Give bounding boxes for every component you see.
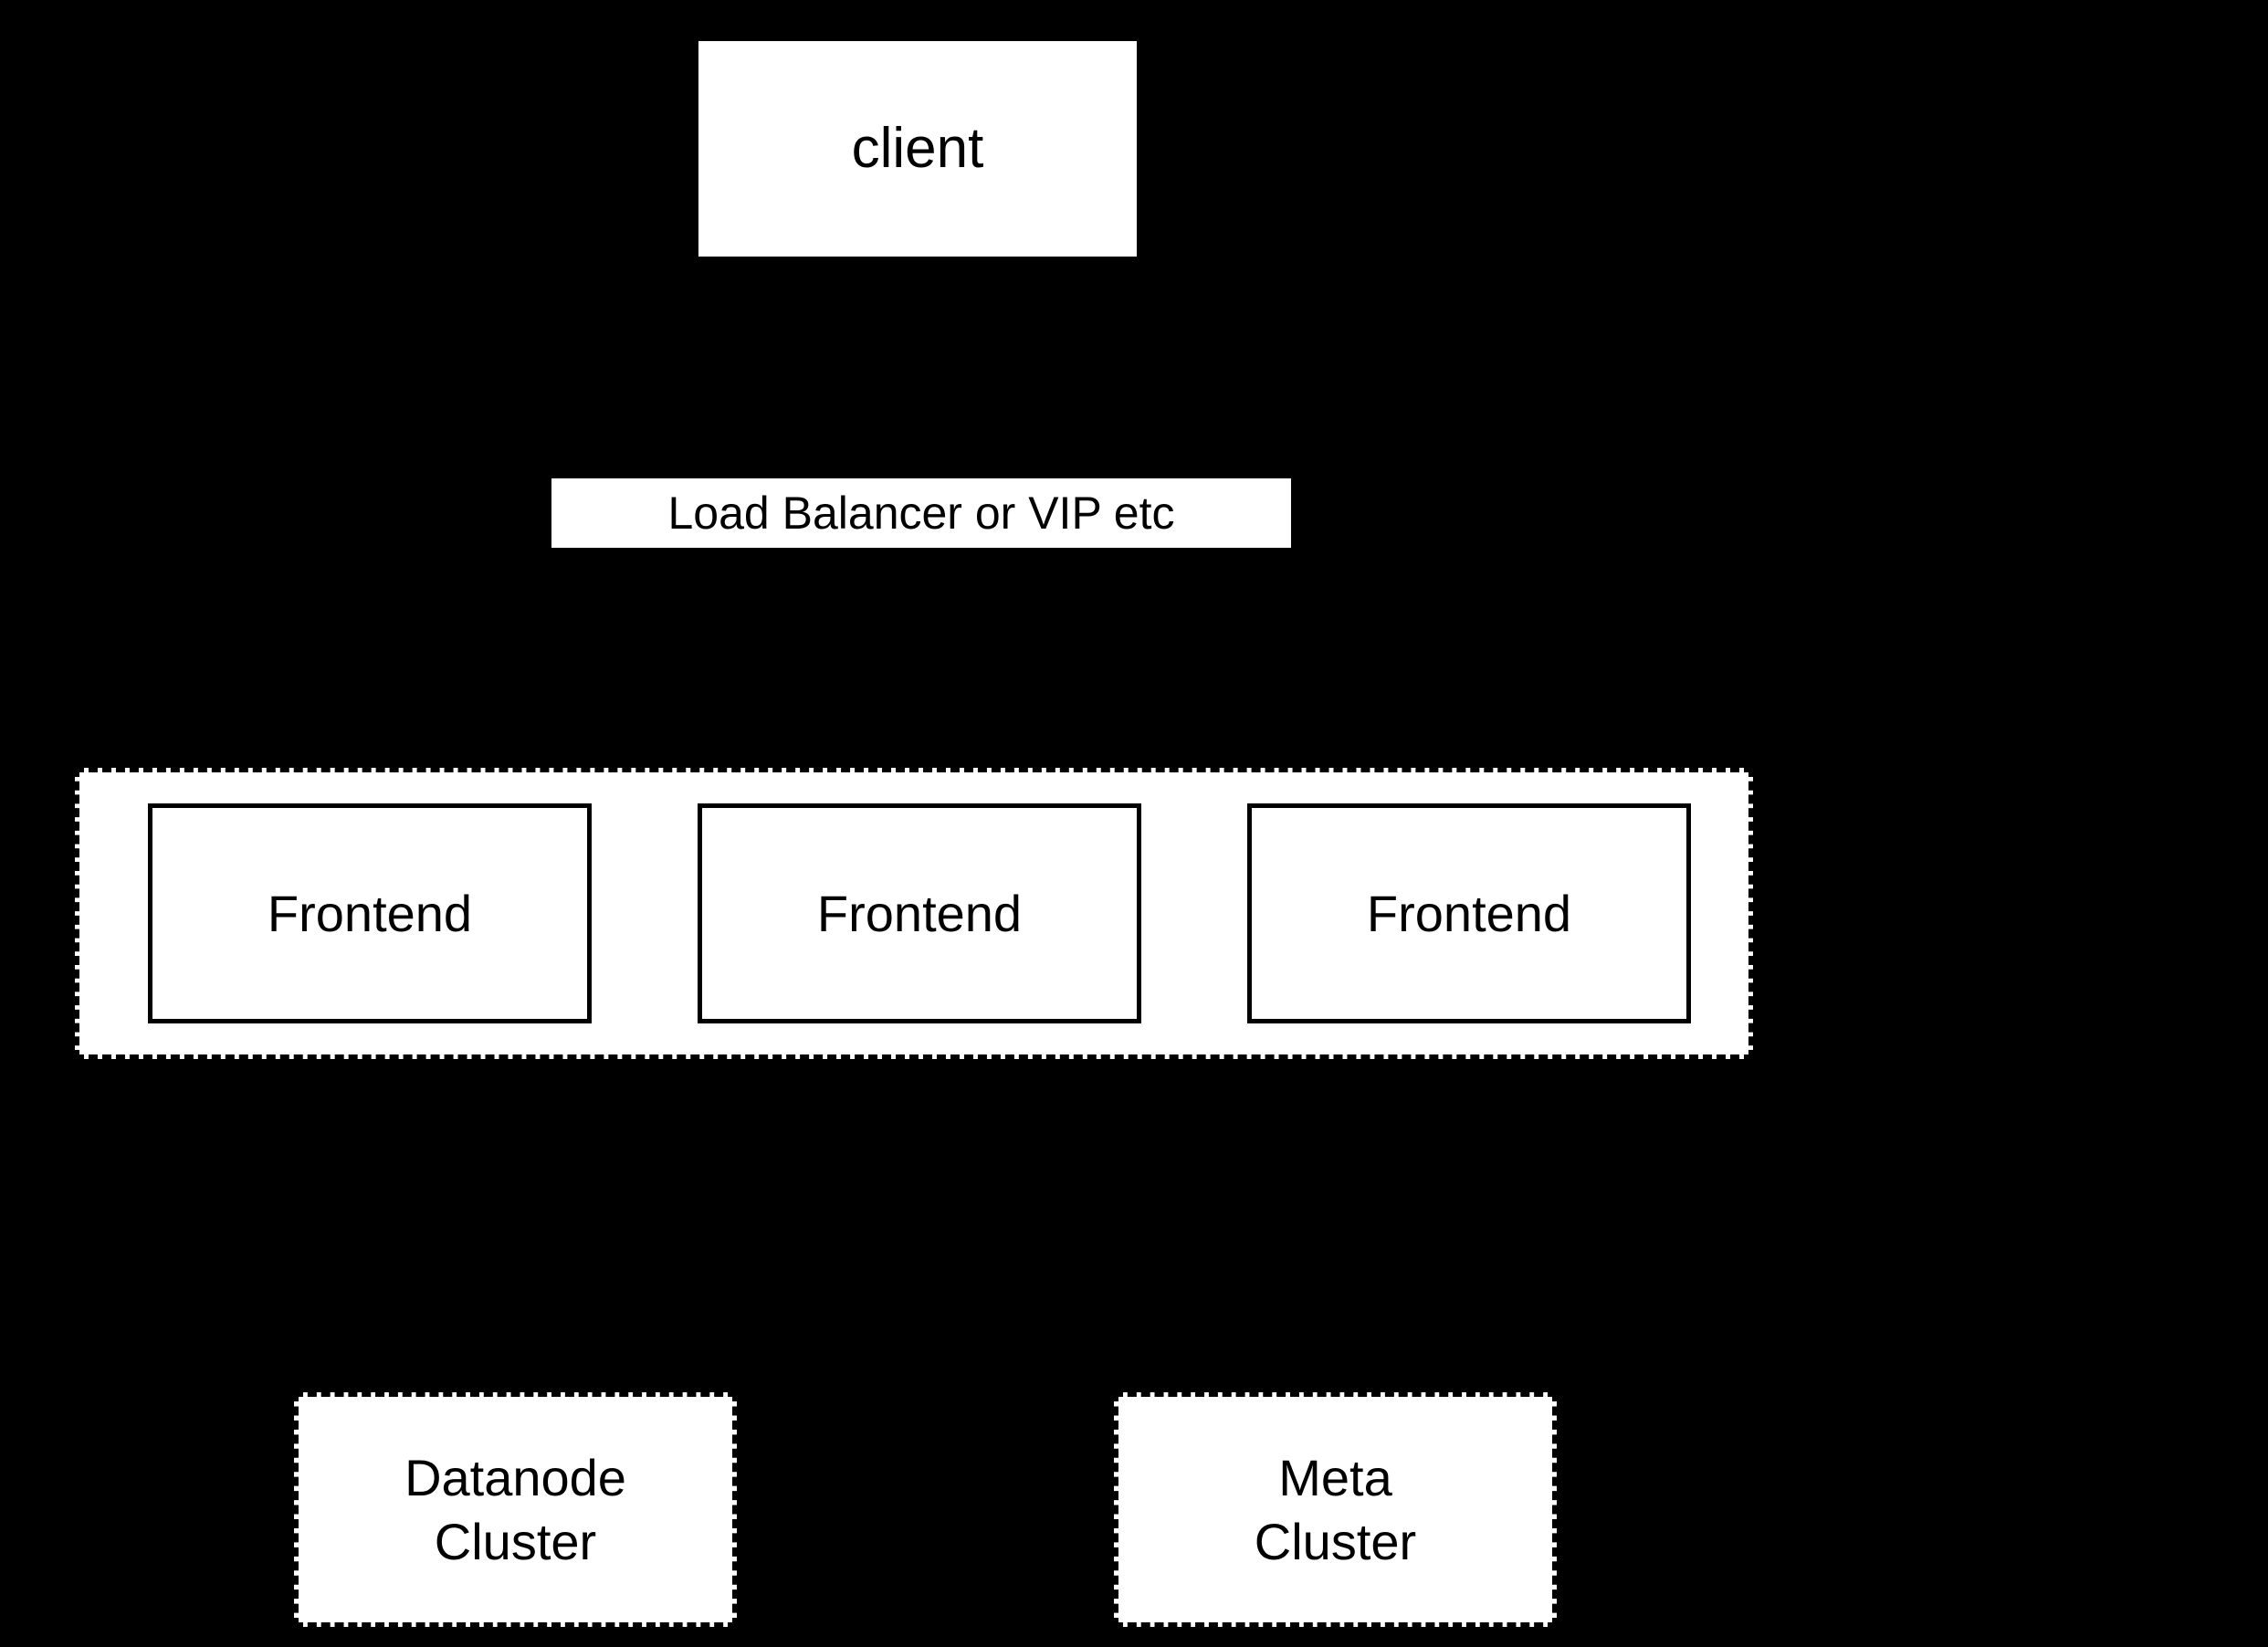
frontend-node-1: Frontend bbox=[148, 803, 592, 1023]
meta-cluster-node-label: Meta Cluster bbox=[1254, 1448, 1417, 1570]
datanode-cluster-node-label: Datanode Cluster bbox=[404, 1448, 626, 1570]
frontend-node-2: Frontend bbox=[698, 803, 1141, 1023]
client-node: client bbox=[698, 41, 1137, 257]
meta-cluster-node: Meta Cluster bbox=[1114, 1392, 1557, 1627]
datanode-cluster-node: Datanode Cluster bbox=[294, 1392, 737, 1627]
client-node-label: client bbox=[851, 117, 984, 181]
frontend-node-1-label: Frontend bbox=[267, 884, 473, 942]
frontend-node-3: Frontend bbox=[1247, 803, 1691, 1023]
load-balancer-node: Load Balancer or VIP etc bbox=[551, 478, 1291, 548]
load-balancer-node-label: Load Balancer or VIP etc bbox=[667, 487, 1175, 539]
frontend-node-3-label: Frontend bbox=[1366, 884, 1572, 942]
frontend-node-2-label: Frontend bbox=[816, 884, 1023, 942]
